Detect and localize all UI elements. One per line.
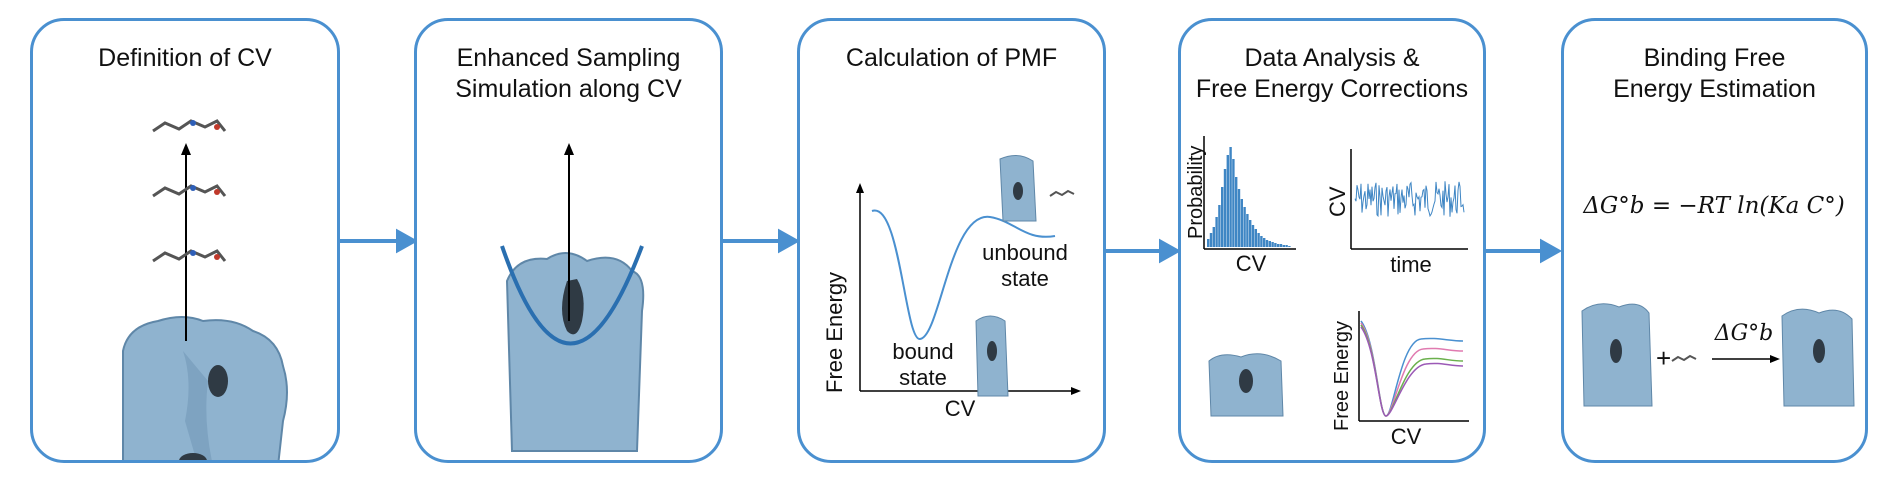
protein-complex-icon — [1781, 308, 1855, 407]
histogram-bar — [1277, 244, 1280, 247]
panel-definition-of-cv: Definition of CV — [30, 18, 340, 463]
histogram-bar — [1257, 233, 1260, 247]
arrow-label: ΔG°b — [1714, 321, 1774, 346]
cv-time-trace — [1354, 181, 1465, 218]
protein-apo-icon — [1581, 303, 1653, 407]
panel-title: Binding Free Energy Estimation — [1613, 44, 1816, 103]
histogram-bar — [1254, 229, 1257, 247]
histogram-bar — [1260, 236, 1263, 247]
panel-binding-free-energy: Binding Free Energy Estimation ΔG°b = −R… — [1561, 18, 1868, 463]
histogram-bar — [1249, 220, 1252, 247]
histogram-bar — [1237, 189, 1241, 247]
histogram-bar — [1215, 217, 1218, 247]
histogram-bar — [1288, 246, 1291, 247]
histogram-bar — [1282, 245, 1285, 247]
histogram-bar — [1209, 233, 1213, 247]
histogram-bar — [1207, 239, 1210, 247]
histogram-bar — [1232, 159, 1235, 247]
panel-title: Enhanced Sampling Simulation along CV — [455, 44, 682, 103]
fe-curve-4 — [1360, 326, 1464, 417]
panel-title: Definition of CV — [98, 44, 272, 72]
histogram-bar — [1251, 225, 1255, 247]
pmf-curve — [871, 209, 1056, 340]
sampling-illustration — [500, 143, 645, 452]
protein-illustration — [122, 119, 288, 460]
binding-equation: ΔG°b = −RT ln(Ka C°) — [1583, 193, 1845, 219]
pmf-ylabel: Free Energy — [822, 271, 847, 393]
panel-title: Calculation of PMF — [845, 44, 1058, 72]
histogram-bar — [1271, 242, 1274, 247]
histogram-bar — [1218, 205, 1221, 247]
ligand-icon — [1671, 354, 1697, 362]
histogram-bar — [1212, 227, 1215, 247]
histogram-bar — [1235, 177, 1238, 247]
histogram-bar — [1274, 243, 1277, 247]
panel-title: Data Analysis & Free Energy Corrections — [1195, 44, 1469, 103]
pmf-plot — [856, 155, 1081, 397]
histogram-bar — [1265, 240, 1269, 247]
ligand-icon — [1049, 189, 1075, 197]
histogram-bar — [1246, 214, 1249, 247]
histogram-bar — [1223, 169, 1227, 247]
histogram-bar — [1229, 147, 1232, 247]
protein-bound-icon — [975, 315, 1009, 397]
histogram-bar — [1268, 241, 1271, 247]
histogram-bar — [1243, 207, 1246, 247]
trace-ylabel: CV — [1325, 186, 1350, 217]
histogram-bar — [1263, 238, 1266, 247]
trace-xlabel: time — [1390, 252, 1432, 277]
protein-unbound-icon — [999, 155, 1075, 222]
fe-ylabel: Free Energy — [1331, 320, 1353, 431]
hist-ylabel: Probability — [1185, 145, 1207, 239]
histogram-bar — [1285, 245, 1288, 247]
protein-pocket-icon — [1208, 353, 1284, 417]
harmonic-restraint-curve — [500, 245, 644, 346]
panel-calculation-of-pmf: Calculation of PMF Free Energy CV bound … — [797, 18, 1106, 463]
analysis-plots — [1203, 136, 1469, 422]
hist-xlabel: CV — [1235, 251, 1267, 276]
panel-data-analysis: Data Analysis & Free Energy Corrections … — [1178, 18, 1486, 463]
plus-sign: + — [1656, 343, 1672, 373]
unbound-state-label: unbound state — [982, 240, 1068, 291]
histogram-bar — [1240, 199, 1243, 247]
binding-illustration — [1581, 303, 1855, 407]
panel-enhanced-sampling: Enhanced Sampling Simulation along CV — [414, 18, 723, 463]
fe-xlabel: CV — [1390, 424, 1422, 449]
histogram-bar — [1221, 187, 1224, 247]
bound-state-label: bound state — [892, 339, 954, 390]
histogram-bar — [1226, 155, 1229, 247]
pmf-xlabel: CV — [944, 396, 976, 421]
histogram-bars — [1207, 147, 1291, 247]
histogram-bar — [1279, 244, 1283, 247]
fe-curve-2 — [1360, 322, 1464, 417]
